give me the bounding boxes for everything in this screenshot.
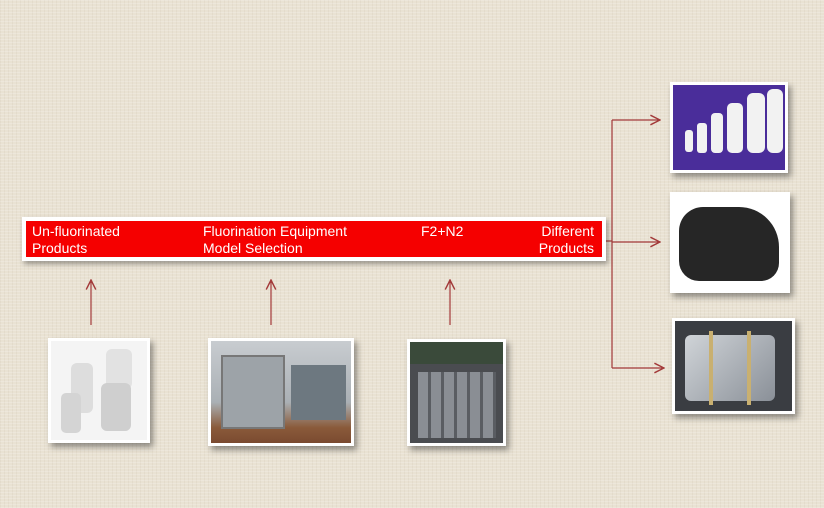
fluorination-equipment-photo bbox=[208, 338, 354, 446]
step-label: F2+N2 bbox=[421, 223, 464, 239]
step-label: Fluorination Equipment bbox=[203, 223, 347, 239]
metal-fuel-tank-photo bbox=[672, 318, 795, 414]
plastic-fuel-tank-photo bbox=[670, 192, 790, 293]
step-label: Products bbox=[538, 240, 594, 256]
step-label: Products bbox=[32, 240, 88, 256]
step-gas: F2+N2 bbox=[421, 223, 463, 240]
step-label: Different bbox=[541, 223, 594, 239]
unfluorinated-bottles-photo bbox=[48, 338, 150, 443]
step-label: Un-fluorinated bbox=[32, 223, 120, 239]
step-label: Model Selection bbox=[203, 240, 303, 256]
gas-cylinders-photo bbox=[407, 339, 506, 446]
fluorinated-bottles-photo bbox=[670, 82, 788, 173]
